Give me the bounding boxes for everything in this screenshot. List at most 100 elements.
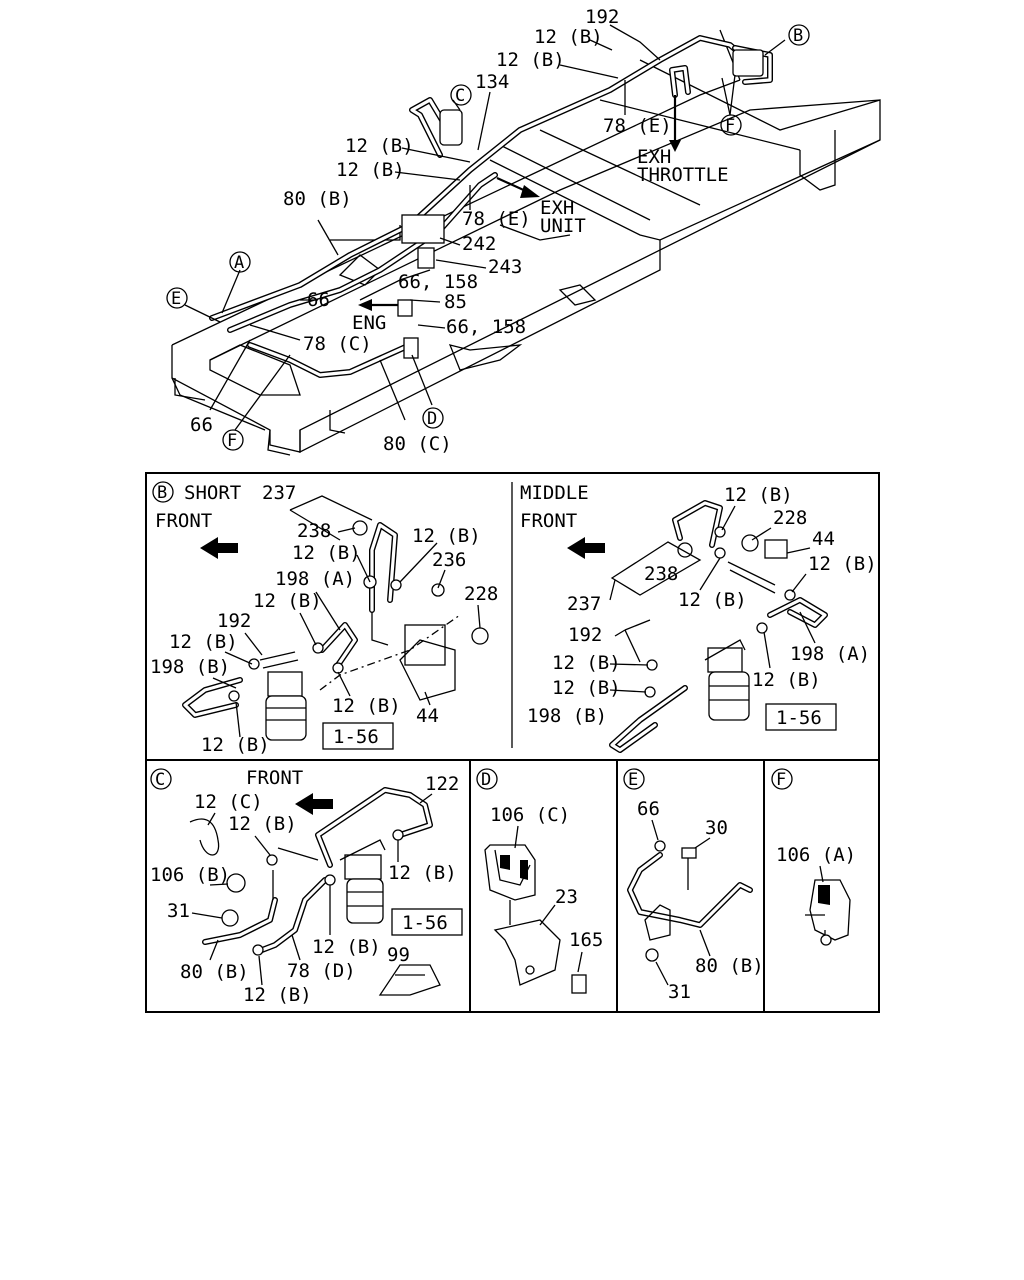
label-106c: 106 (C) — [490, 804, 570, 826]
label-31: 31 — [668, 981, 691, 1003]
label-192: 192 — [585, 6, 619, 28]
label-228: 228 — [464, 583, 498, 605]
svg-text:A: A — [234, 253, 244, 273]
callout-f: F — [720, 114, 742, 136]
label-165: 165 — [569, 929, 603, 951]
label-12b: 12 (B) — [678, 589, 747, 611]
panel-b-callout: B — [152, 481, 174, 503]
label-12b: 12 (B) — [332, 695, 401, 717]
label-44: 44 — [812, 528, 835, 550]
svg-text:C: C — [155, 770, 165, 790]
panel-c-front: FRONT — [246, 767, 303, 789]
svg-text:D: D — [481, 770, 491, 790]
panel-f-callout: F — [771, 768, 793, 790]
label-12b: 12 (B) — [345, 135, 414, 157]
label-44: 44 — [416, 705, 439, 727]
panel-e: E 66 30 80 (B) 31 — [623, 768, 764, 1003]
label-238: 238 — [644, 563, 678, 585]
label-192: 192 — [217, 610, 251, 632]
panel-b-front: FRONT — [155, 510, 212, 532]
exh-unit-text: EXH — [540, 197, 574, 219]
label-228: 228 — [773, 507, 807, 529]
panel-e-callout: E — [623, 768, 645, 790]
label-80b: 80 (B) — [180, 961, 249, 983]
callout-b: B — [788, 24, 810, 46]
label-85: 85 — [444, 291, 467, 313]
label-66-158: 66, 158 — [446, 316, 526, 338]
label-12b: 12 (B) — [253, 590, 322, 612]
label-12b: 12 (B) — [534, 26, 603, 48]
label-80b: 80 (B) — [695, 955, 764, 977]
svg-text:F: F — [725, 116, 735, 136]
overview-labels: 192 12 (B) 12 (B) 134 78 (E) 12 (B) 12 (… — [190, 6, 729, 455]
label-12b: 12 (B) — [496, 49, 565, 71]
panel-c-callout: C — [150, 768, 172, 790]
detail-frames — [145, 472, 880, 1013]
eng-text: ENG — [352, 312, 386, 334]
label-122: 122 — [425, 773, 459, 795]
exh-throttle-text: THROTTLE — [637, 164, 729, 186]
exh-throttle-text: EXH — [637, 146, 671, 168]
label-106a: 106 (A) — [776, 844, 856, 866]
label-78c: 78 (C) — [303, 333, 372, 355]
label-12b: 12 (B) — [201, 734, 270, 756]
label-1-56: 1-56 — [776, 707, 822, 729]
label-78e: 78 (E) — [603, 115, 672, 137]
overview-chassis — [171, 24, 881, 456]
label-12b: 12 (B) — [752, 669, 821, 691]
panel-middle-title: MIDDLE — [520, 482, 589, 504]
front-arrow-icon — [567, 537, 605, 559]
label-23: 23 — [555, 886, 578, 908]
label-12b: 12 (B) — [292, 542, 361, 564]
label-66-158: 66, 158 — [398, 271, 478, 293]
panel-c: C FRONT 122 12 (C) 12 (B) 106 (B) 12 (B)… — [150, 767, 463, 1006]
panel-f: F 106 (A) — [771, 768, 856, 946]
label-80c: 80 (C) — [383, 433, 452, 455]
overview-callouts: B C F A E D F — [166, 24, 810, 451]
label-243: 243 — [488, 256, 522, 278]
panel-d: D 106 (C) 23 165 — [476, 768, 603, 994]
label-192: 192 — [568, 624, 602, 646]
label-12b: 12 (B) — [312, 936, 381, 958]
panel-b-short: B SHORT FRONT 237 238 1 — [150, 481, 498, 756]
label-30: 30 — [705, 817, 728, 839]
label-12b: 12 (B) — [336, 159, 405, 181]
label-78e: 78 (E) — [462, 208, 531, 230]
svg-text:B: B — [793, 26, 803, 46]
svg-text:B: B — [157, 483, 167, 503]
label-99: 99 — [387, 944, 410, 966]
svg-text:C: C — [455, 86, 465, 106]
label-12b: 12 (B) — [724, 484, 793, 506]
callout-f: F — [222, 429, 244, 451]
label-66: 66 — [190, 414, 213, 436]
exh-unit-text: UNIT — [540, 215, 586, 237]
panel-middle-front: FRONT — [520, 510, 577, 532]
label-237: 237 — [262, 482, 296, 504]
label-12c: 12 (C) — [194, 791, 263, 813]
label-12b: 12 (B) — [169, 631, 238, 653]
label-31: 31 — [167, 900, 190, 922]
label-12b: 12 (B) — [388, 862, 457, 884]
front-arrow-icon — [295, 793, 333, 815]
svg-text:F: F — [227, 431, 237, 451]
label-242: 242 — [462, 233, 496, 255]
callout-a: A — [229, 251, 251, 273]
callout-d: D — [422, 407, 444, 429]
label-12b: 12 (B) — [552, 652, 621, 674]
label-66: 66 — [637, 798, 660, 820]
panel-middle: MIDDLE FRONT 12 (B) 228 44 12 (B) 238 23 — [520, 482, 877, 753]
label-1-56: 1-56 — [402, 912, 448, 934]
label-66: 66 — [307, 289, 330, 311]
label-198a: 198 (A) — [275, 568, 355, 590]
callout-c: C — [450, 84, 472, 106]
label-237: 237 — [567, 593, 601, 615]
svg-text:E: E — [171, 289, 181, 309]
label-106b: 106 (B) — [150, 864, 230, 886]
svg-text:E: E — [628, 770, 638, 790]
label-238: 238 — [297, 520, 331, 542]
label-12b: 12 (B) — [228, 813, 297, 835]
front-arrow-icon — [200, 537, 238, 559]
label-198a: 198 (A) — [790, 643, 870, 665]
label-198b: 198 (B) — [150, 656, 230, 678]
